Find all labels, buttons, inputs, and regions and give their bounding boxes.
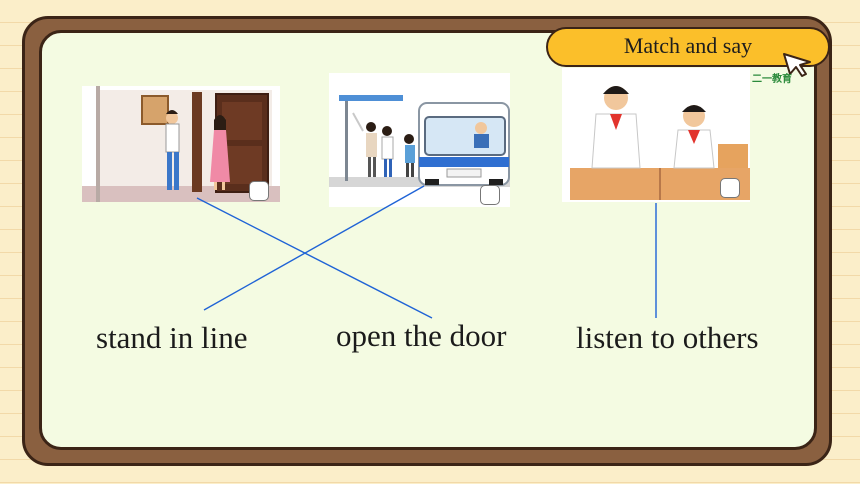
checkbox[interactable]: [249, 181, 269, 201]
label-listen-to-others: listen to others: [576, 320, 759, 355]
bus-stop-picture[interactable]: [329, 73, 510, 207]
title-tab: Match and say: [546, 27, 830, 67]
cursor-arrow-icon: [783, 53, 811, 77]
door-scene-picture[interactable]: [82, 86, 280, 202]
checkbox[interactable]: [480, 185, 500, 205]
match-line: [203, 185, 425, 311]
label-open-the-door: open the door: [336, 318, 507, 353]
match-line: [196, 197, 433, 319]
watermark-text: 二一教育: [752, 74, 792, 85]
classroom-picture[interactable]: [562, 68, 750, 202]
label-stand-in-line: stand in line: [96, 320, 248, 355]
checkbox[interactable]: [720, 178, 740, 198]
